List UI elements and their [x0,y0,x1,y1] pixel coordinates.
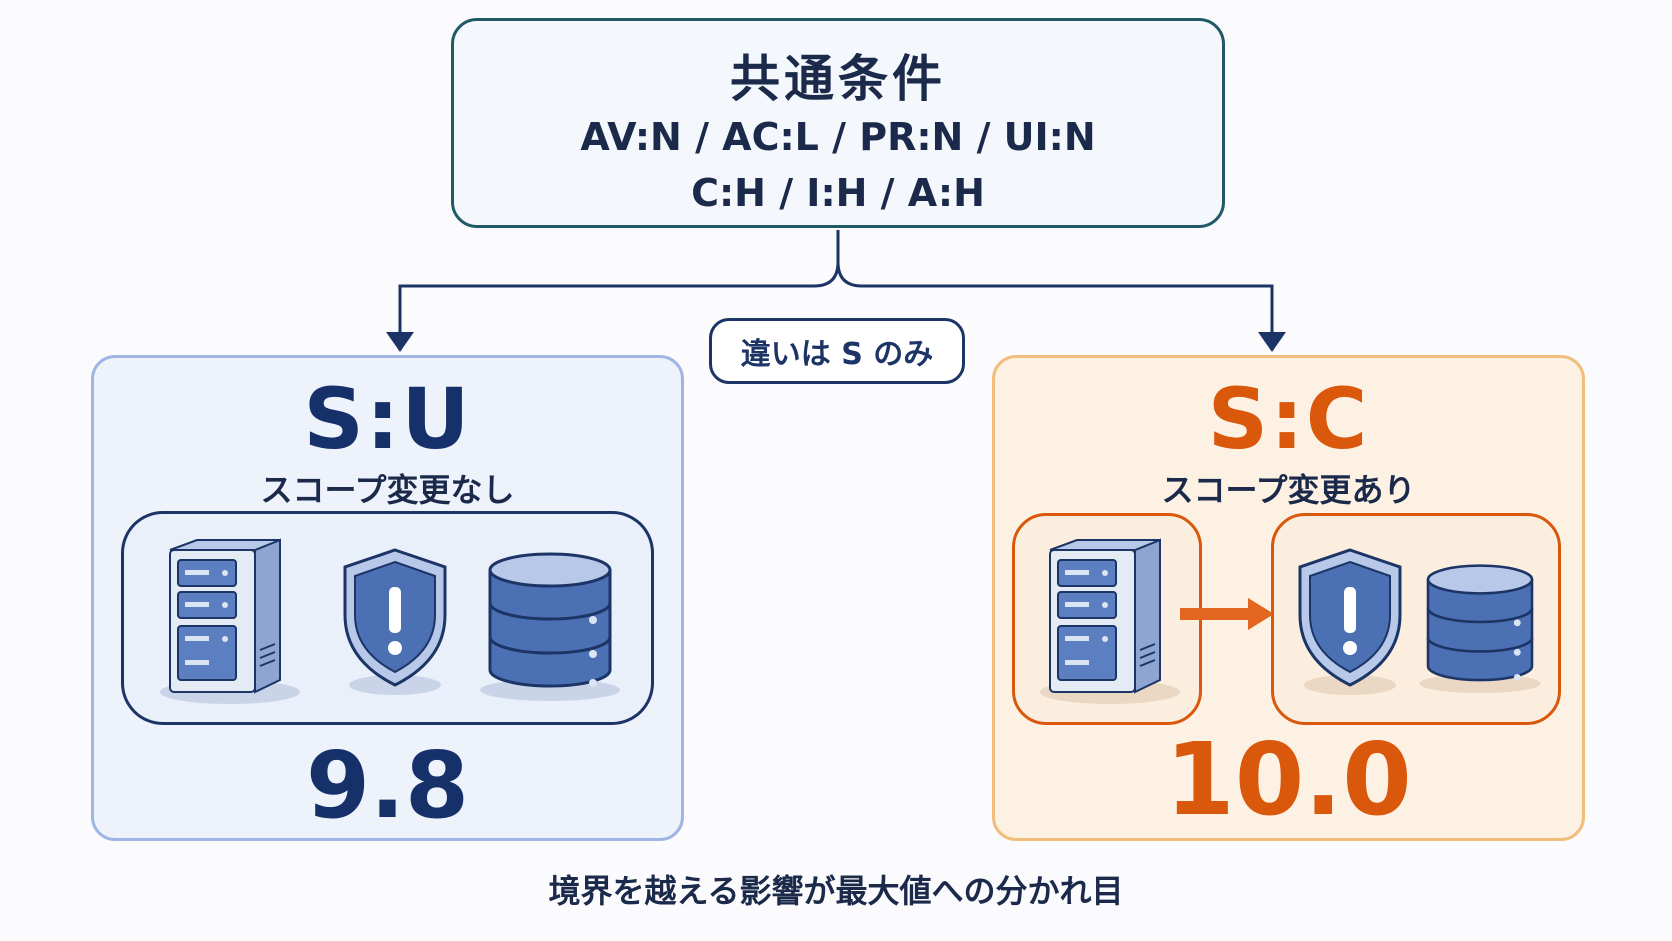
arrow-right-icon [1180,598,1274,630]
common-conditions-title: 共通条件 [730,50,946,108]
scope-changed-description: スコープ変更あり [1161,471,1416,509]
scope-unchanged-score: 9.8 [306,732,469,839]
footer-caption: 境界を越える影響が最大値への分かれ目 [548,872,1124,910]
server-icon [1040,538,1180,704]
arrow-down-left-icon [386,332,414,352]
arrow-down-right-icon [1258,332,1286,352]
scope-changed-code: S:C [1207,370,1370,468]
difference-label: 違いは S のみ [709,318,965,384]
database-icon [1419,564,1541,694]
shield-warning-icon [1298,548,1402,695]
server-icon [160,538,300,704]
scope-unchanged-description: スコープ変更なし [260,471,515,509]
common-conditions-line1: AV:N / AC:L / PR:N / UI:N [580,115,1096,159]
scope-unchanged-code: S:U [303,370,472,468]
common-conditions-line2: C:H / I:H / A:H [691,171,985,215]
scope-changed-score: 10.0 [1165,721,1412,838]
connector-right-line [836,261,1274,338]
common-conditions-box: 共通条件 AV:N / AC:L / PR:N / UI:N C:H / I:H… [451,18,1225,228]
shield-warning-icon [343,548,447,695]
database-icon [480,552,620,701]
